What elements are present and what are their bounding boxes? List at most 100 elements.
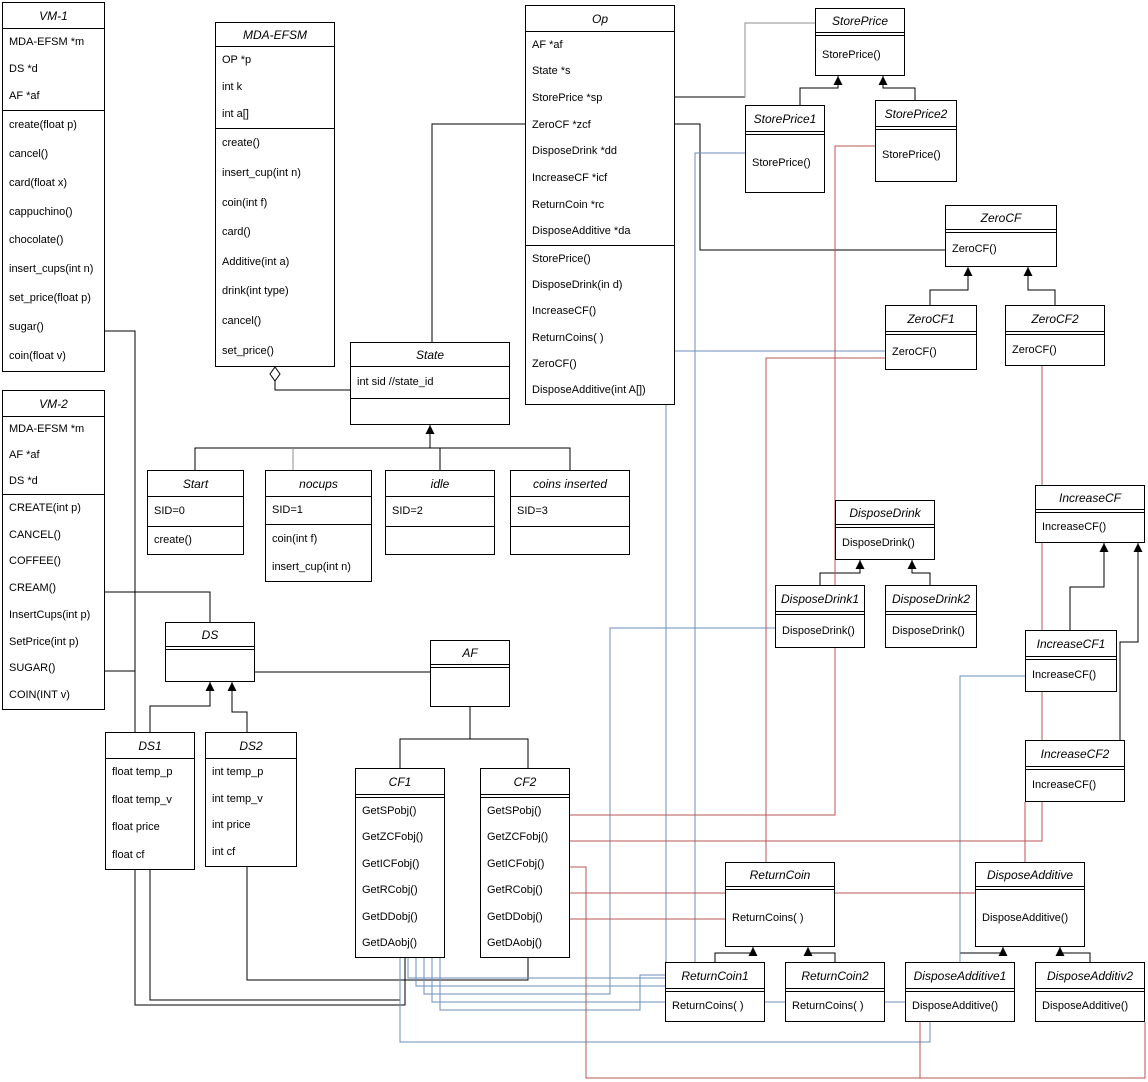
method-row: GetDAobj(): [362, 937, 418, 950]
class-title-disposedrink2: DisposeDrink2: [886, 586, 976, 612]
method-row: DisposeDrink(in d): [532, 278, 623, 291]
class-methods-nocups: coin(int f)insert_cup(int n): [266, 525, 371, 581]
attribute-row: MDA-EFSM *m: [9, 36, 85, 48]
dependency-edge-blue: [399, 958, 931, 1043]
method-row: insert_cup(int n): [272, 560, 351, 573]
inheritance-edge: [231, 682, 248, 732]
class-title-vm1: VM-1: [3, 3, 104, 29]
method-row: GetDDobj(): [362, 910, 418, 923]
class-title-zerocf: ZeroCF: [946, 206, 1056, 230]
class-methods-zerocf2: ZeroCF(): [1006, 335, 1104, 365]
method-row: SUGAR(): [9, 662, 56, 675]
inheritance-edge: [819, 560, 861, 585]
attribute-row: float price: [112, 821, 160, 834]
class-methods-coins: [511, 527, 629, 554]
class-box-af[interactable]: AF: [430, 640, 510, 707]
inheritance-arrowhead-icon: [803, 947, 813, 956]
inheritance-edge: [929, 267, 969, 305]
class-title-cf2: CF2: [481, 769, 569, 795]
association-edge: [105, 330, 406, 1006]
inheritance-edge: [807, 947, 836, 962]
class-title-disposedrink1: DisposeDrink1: [776, 586, 864, 612]
class-title-disposedrink: DisposeDrink: [836, 501, 934, 525]
attribute-row: int a[]: [222, 108, 249, 120]
method-row: DisposeDrink(): [892, 624, 965, 637]
inheritance-arrowhead-icon: [998, 947, 1008, 956]
attribute-row: SID=0: [154, 505, 185, 517]
inheritance-edge: [882, 76, 916, 100]
association-edge: [744, 22, 815, 97]
method-row: DisposeAdditive(): [1042, 1000, 1129, 1012]
method-row: ZeroCF(): [532, 357, 577, 370]
class-title-returncoin1: ReturnCoin1: [666, 963, 764, 989]
inheritance-edge: [1059, 947, 1091, 962]
class-methods-start: create(): [148, 527, 243, 554]
double-separator: [166, 647, 254, 650]
class-title-mdaefsm: MDA-EFSM: [216, 23, 334, 47]
class-box-ds[interactable]: DS: [165, 622, 255, 682]
double-separator: [1036, 510, 1144, 513]
class-methods-returncoin1: ReturnCoins( ): [666, 992, 764, 1021]
class-title-ds1: DS1: [106, 733, 194, 759]
method-row: CREAM(): [9, 582, 57, 595]
class-attributes-state: int sid //state_id: [351, 367, 509, 399]
class-methods-increasecf1: IncreaseCF(): [1026, 660, 1116, 691]
double-separator: [906, 989, 1014, 992]
aggregation-diamond-icon: [269, 366, 281, 382]
inheritance-arrowhead-icon: [1055, 947, 1065, 956]
double-separator: [481, 795, 569, 798]
method-row: IncreaseCF(): [532, 305, 597, 318]
method-row: card(float x): [9, 176, 68, 189]
double-separator: [976, 887, 1084, 890]
class-title-vm2: VM-2: [3, 391, 104, 417]
attribute-row: IncreaseCF *icf: [532, 171, 608, 184]
method-row: GetICFobj(): [487, 857, 545, 870]
attribute-row: int cf: [212, 846, 236, 859]
class-title-increasecf: IncreaseCF: [1036, 486, 1144, 510]
class-methods-op: StorePrice()DisposeDrink(in d)IncreaseCF…: [526, 246, 674, 404]
class-title-zerocf1: ZeroCF1: [886, 306, 976, 332]
inheritance-arrowhead-icon: [855, 560, 865, 569]
method-row: card(): [222, 226, 251, 239]
association-edge: [274, 372, 351, 391]
class-attributes-nocups: SID=1: [266, 497, 371, 525]
method-row: DisposeDrink(): [842, 537, 915, 549]
class-title-cf1: CF1: [356, 769, 444, 795]
class-methods-cf1: GetSPobj()GetZCFobj()GetICFobj()GetRCobj…: [356, 798, 444, 957]
double-separator: [886, 612, 976, 615]
